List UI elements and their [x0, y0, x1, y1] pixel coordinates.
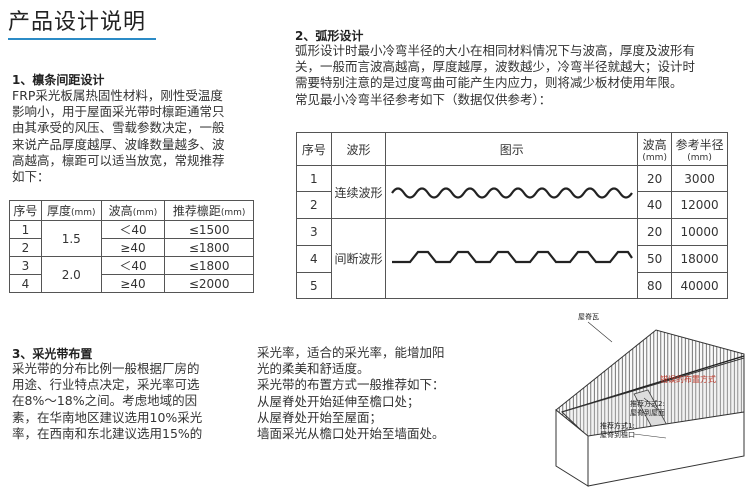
- side-wall: [587, 411, 745, 487]
- header-wave-height: 波高(mm): [100, 200, 166, 221]
- section-3-heading: 3、采光带布置: [12, 347, 93, 361]
- table-cell: 1: [9, 220, 42, 239]
- title-underline: [8, 38, 156, 40]
- header-purlin-span: 推荐檩距(mm): [164, 200, 254, 221]
- header-no: 序号: [9, 200, 42, 221]
- recommend-2-label: 推荐方式2:: [630, 399, 665, 408]
- purlin-table: 序号 厚度(mm) 波高(mm) 推荐檩距(mm) 1 1.5 ＜40 ≤150…: [9, 200, 254, 293]
- table-cell: 2.0: [40, 256, 102, 293]
- header-wave-shape: 波形: [330, 132, 387, 166]
- recommend-1-sub: 屋脊到檐口: [600, 430, 635, 439]
- table-cell: 80: [637, 272, 673, 299]
- table-cell: 2: [296, 191, 332, 219]
- table-cell: ≤2000: [164, 274, 254, 293]
- header-figure: 图示: [385, 132, 639, 166]
- table-cell: 1.5: [40, 220, 102, 257]
- recommend-1-label: 推荐方式1:: [600, 421, 635, 430]
- section-3-body-left: 采光带的分布比例一般根据厂房的 用途、行业特点决定，采光率可选 在8%～18%之…: [12, 361, 203, 441]
- table-cell: ＜40: [100, 256, 166, 275]
- table-cell: ≤1500: [164, 220, 254, 239]
- section-2-body: 弧形设计时最小冷弯半径的大小在相同材料情况下与波高，厚度及波形有 关，一般而言波…: [295, 43, 696, 107]
- section-2-heading: 2、弧形设计: [295, 29, 364, 43]
- table-cell: 4: [9, 274, 42, 293]
- table-cell: 5: [296, 272, 332, 299]
- section-1-heading: 1、檩条间距设计: [12, 73, 105, 87]
- bend-radius-table: 序号 波形 图示 波高(mm) 参考半径(mm) 1 连续波形 20 3000 …: [296, 132, 728, 299]
- roof-layout-diagram: 屋脊瓦 错误的布置方式 推荐方式2: 屋脊到屋面 推荐方式1: 屋脊到檐口: [555, 312, 745, 487]
- wrong-layout-label: 错误的布置方式: [660, 374, 716, 384]
- table-cell: 3: [296, 218, 332, 246]
- intermittent-wave-icon: [391, 250, 633, 264]
- table-cell: 10000: [671, 218, 728, 246]
- table-cell: ≤1800: [164, 256, 254, 275]
- continuous-wave-icon: [390, 186, 633, 199]
- intermittent-wave-figure: [385, 218, 639, 299]
- section-3-body-right: 采光率，适合的采光率，能增加阳 光的柔美和舒适度。 采光带的布置方式一般推荐如下…: [257, 345, 445, 442]
- table-cell: 12000: [671, 191, 728, 219]
- table-cell: 间断波形: [330, 218, 387, 299]
- page-title: 产品设计说明: [8, 10, 147, 35]
- table-cell: 连续波形: [330, 165, 387, 219]
- table-cell: ≥40: [100, 274, 166, 293]
- header-no: 序号: [296, 132, 332, 166]
- ridge-tile-label: 屋脊瓦: [578, 312, 599, 321]
- table-cell: 1: [296, 165, 332, 192]
- table-cell: ≤1800: [164, 238, 254, 257]
- table-cell: 20: [637, 218, 673, 246]
- section-1-body: FRP采光板属热固性材料，刚性受温度 影响小，用于屋面采光带时檩距通常只 由其承…: [12, 88, 225, 185]
- table-cell: 2: [9, 238, 42, 257]
- table-cell: 3000: [671, 165, 728, 192]
- header-thickness: 厚度(mm): [40, 200, 102, 221]
- recommend-2-sub: 屋脊到屋面: [630, 408, 665, 417]
- header-wave-height: 波高(mm): [637, 132, 673, 166]
- table-cell: 40000: [671, 272, 728, 299]
- table-cell: 4: [296, 245, 332, 273]
- table-cell: 20: [637, 165, 673, 192]
- header-radius: 参考半径(mm): [671, 132, 728, 166]
- table-cell: ≥40: [100, 238, 166, 257]
- table-cell: ＜40: [100, 220, 166, 239]
- table-cell: 18000: [671, 245, 728, 273]
- continuous-wave-figure: [385, 165, 639, 219]
- table-cell: 50: [637, 245, 673, 273]
- table-cell: 3: [9, 256, 42, 275]
- table-cell: 40: [637, 191, 673, 219]
